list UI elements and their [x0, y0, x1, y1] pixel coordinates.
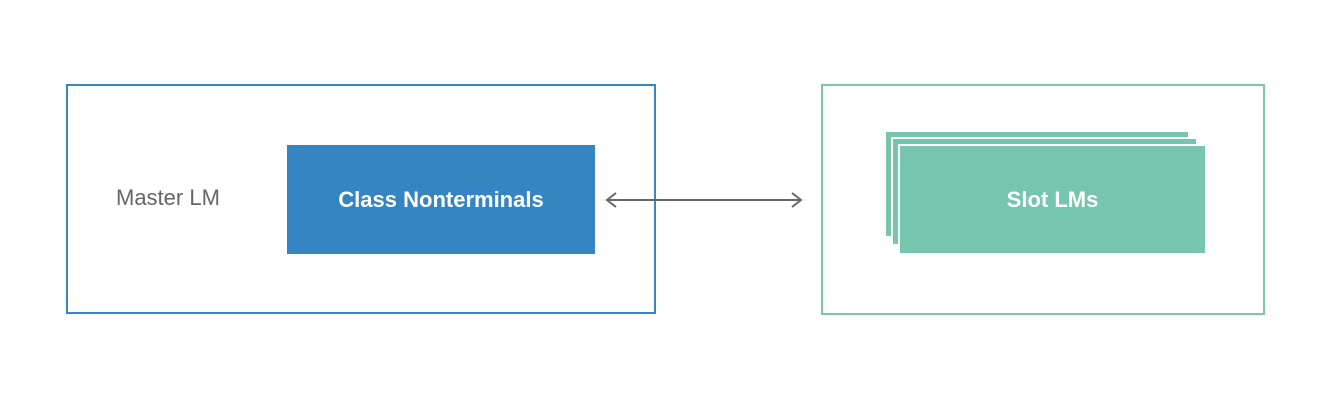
class-nonterminals-box: Class Nonterminals	[287, 145, 595, 254]
bidirectional-arrow	[605, 192, 803, 208]
slot-lms-label: Slot LMs	[1006, 186, 1099, 212]
class-nonterminals-label: Class Nonterminals	[338, 186, 544, 212]
slot-lm-card-front: Slot LMs	[898, 144, 1207, 255]
master-lm-label: Master LM	[116, 185, 220, 210]
slot-lms-container	[821, 84, 1265, 315]
arrow-head-left	[605, 192, 617, 208]
arrow-head-right	[791, 192, 803, 208]
